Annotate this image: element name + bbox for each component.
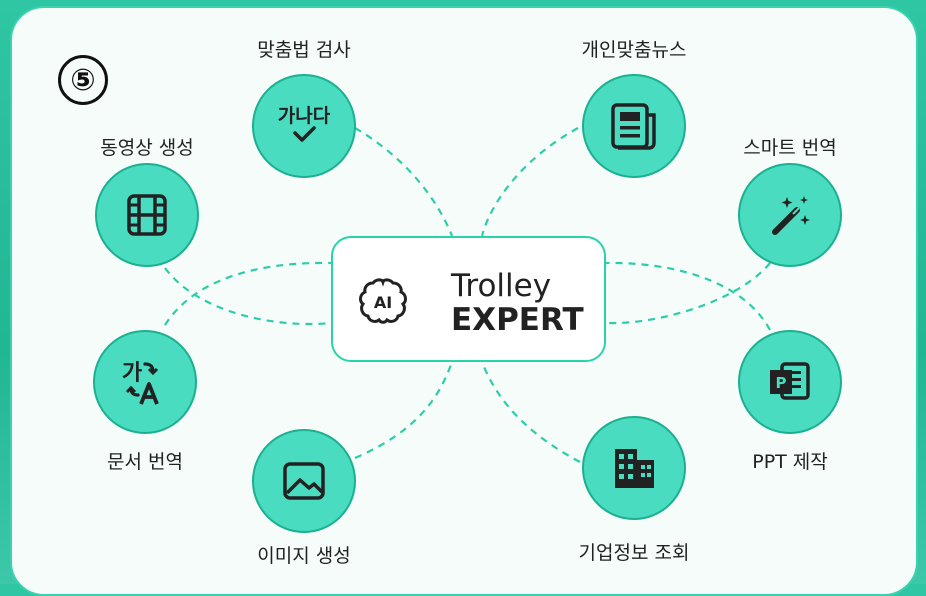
- connector-image: [354, 361, 454, 460]
- news-node[interactable]: [582, 74, 686, 178]
- svg-text:P: P: [776, 374, 787, 392]
- video-label: 동영상 생성: [100, 137, 194, 159]
- ppt-node[interactable]: P: [738, 330, 842, 434]
- hub-title-line1: Trolley: [451, 268, 552, 304]
- ai-brain-icon: AI: [359, 278, 407, 324]
- spell-check-icon: 가나다: [278, 105, 331, 142]
- spell-check-node[interactable]: 가나다: [252, 74, 356, 178]
- connector-lines: [164, 127, 771, 463]
- building-icon: [615, 449, 654, 488]
- spell-check-label: 맞춤법 검사: [257, 39, 351, 61]
- connector-news: [480, 127, 579, 237]
- company-label: 기업정보 조회: [578, 542, 690, 564]
- powerpoint-icon: P: [770, 362, 810, 400]
- connector-translate: [605, 262, 771, 325]
- image-node[interactable]: [252, 429, 356, 533]
- svg-text:가나다: 가나다: [278, 105, 331, 127]
- svg-text:AI: AI: [374, 293, 392, 312]
- image-icon: [283, 462, 325, 500]
- connector-spell-check: [354, 127, 454, 237]
- newspaper-icon: [611, 103, 656, 150]
- magic-wand-icon: [772, 196, 810, 235]
- connector-ppt: [605, 261, 771, 331]
- smart-translate-node[interactable]: [738, 163, 842, 267]
- connector-company: [480, 361, 581, 463]
- doc-translate-node[interactable]: 가: [93, 330, 197, 434]
- doc-translate-label: 문서 번역: [107, 451, 183, 473]
- news-label: 개인맞춤뉴스: [581, 39, 687, 61]
- connector-video: [164, 267, 332, 326]
- video-node[interactable]: [95, 163, 199, 267]
- step-number-badge: ⑤: [58, 55, 108, 105]
- ppt-label: PPT 제작: [752, 451, 828, 473]
- svg-text:가: 가: [122, 361, 142, 386]
- company-node[interactable]: [582, 416, 686, 520]
- image-label: 이미지 생성: [257, 545, 351, 567]
- hub-title-line2: EXPERT: [451, 302, 584, 338]
- trolley-expert-hub: AI Trolley EXPERT: [331, 236, 606, 362]
- smart-translate-label: 스마트 번역: [743, 137, 837, 159]
- connector-doc-translate: [164, 261, 332, 326]
- translate-icon: 가: [122, 361, 159, 405]
- film-icon: [127, 194, 167, 236]
